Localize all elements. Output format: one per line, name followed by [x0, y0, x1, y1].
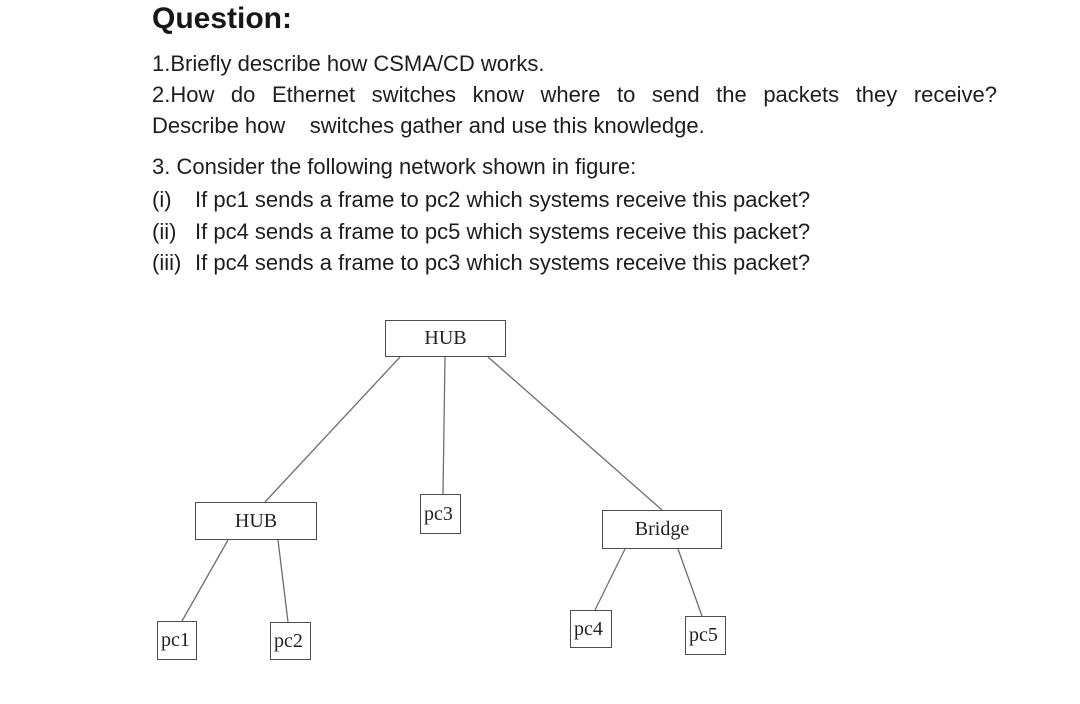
question-3-part-ii: (ii) If pc4 sends a frame to pc5 which s…: [152, 216, 810, 248]
question-3-parts: (i) If pc1 sends a frame to pc2 which sy…: [152, 184, 810, 279]
edge-hub-top-to-bridge: [487, 356, 663, 511]
part-text: If pc1 sends a frame to pc2 which system…: [195, 187, 811, 212]
node-hub-top: HUB: [385, 320, 506, 357]
part-text: If pc4 sends a frame to pc5 which system…: [195, 218, 811, 244]
edge-hub-top-to-pc3: [442, 356, 446, 495]
node-pc1: pc1: [157, 621, 197, 660]
part-marker: (i): [152, 187, 172, 212]
edge-bridge-to-pc4: [594, 548, 626, 611]
question-1: 1.Briefly describe how CSMA/CD works.: [152, 51, 545, 76]
node-pc3: pc3: [420, 494, 461, 534]
part-marker: (iii): [152, 250, 182, 275]
question-2-line-2: Describe how switches gather and use thi…: [152, 113, 705, 138]
node-hub-left: HUB: [195, 502, 317, 540]
edge-hub-left-to-pc1: [181, 539, 229, 622]
question-3-intro: 3. Consider the following network shown …: [152, 154, 637, 179]
node-pc5: pc5: [685, 616, 726, 655]
node-pc2: pc2: [270, 622, 311, 660]
question-2-line-1: 2.How do Ethernet switches know where to…: [152, 82, 997, 107]
edge-bridge-to-pc5: [677, 548, 703, 617]
question-3-part-iii: (iii) If pc4 sends a frame to pc3 which …: [152, 247, 810, 279]
question-3-part-i: (i) If pc1 sends a frame to pc2 which sy…: [152, 184, 810, 216]
edge-hub-top-to-hub-left: [264, 356, 401, 503]
page-title: Question:: [152, 2, 292, 35]
part-text: If pc4 sends a frame to pc3 which system…: [195, 250, 811, 275]
node-pc4: pc4: [570, 610, 612, 648]
part-marker: (ii): [152, 218, 177, 244]
edge-hub-left-to-pc2: [277, 539, 289, 623]
node-bridge: Bridge: [602, 510, 722, 549]
